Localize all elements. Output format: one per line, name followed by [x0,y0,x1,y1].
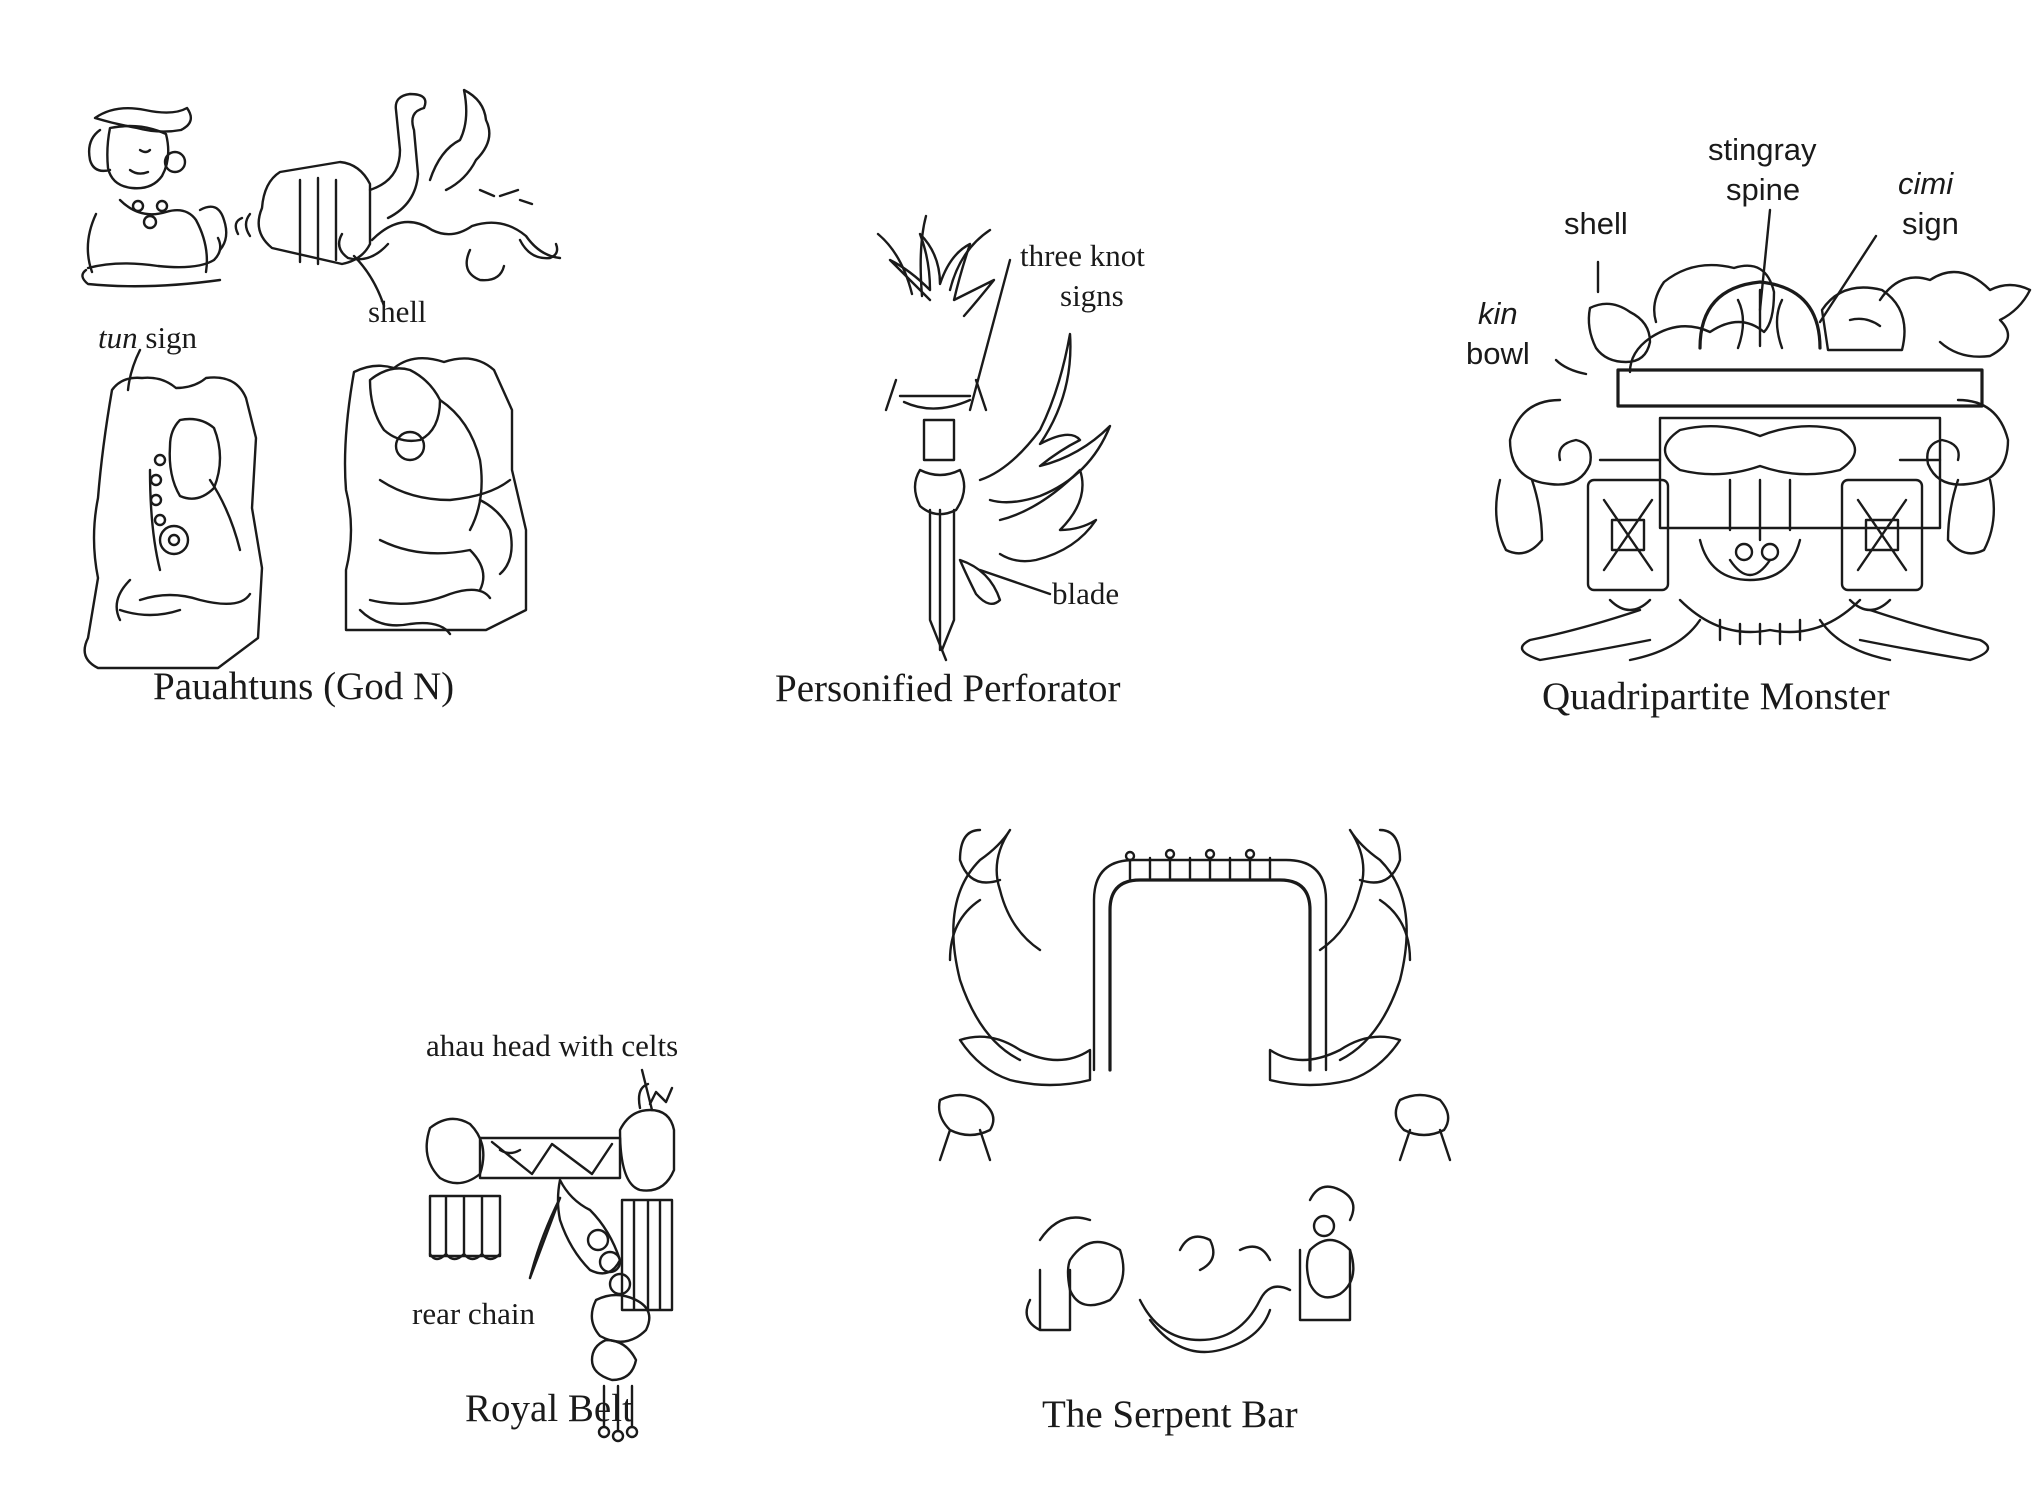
label-ahau-head-with-celts: ahau head with celts [426,1028,679,1063]
quadripartite-monster-drawing [1495,263,2032,662]
label-spine: spine [1726,172,1801,207]
label-rear-chain: rear chain [412,1296,536,1331]
pauahtun-seated-figure-1 [81,106,228,288]
caption-royal-belt: Royal Belt [465,1387,633,1430]
label-stingray: stingray [1708,132,1817,167]
caption-personified-perforator: Personified Perforator [775,667,1121,710]
label-kin: kin [1478,296,1518,331]
royal-belt-drawing [425,1082,676,1443]
label-tun-sign: tun sign [98,320,197,356]
label-three-knot-line1: three knot [1020,238,1145,273]
pauahtun-seated-figure-2 [83,376,264,670]
label-bowl: bowl [1466,336,1530,371]
label-sign-word: sign [137,320,198,355]
label-blade: blade [1052,576,1120,611]
label-cimi: cimi [1898,166,1954,201]
serpent-bar-drawing [937,828,1452,1354]
perforator-drawing [876,214,1112,662]
label-cimi-sign: sign [1902,206,1959,241]
caption-serpent-bar: The Serpent Bar [1042,1393,1298,1436]
label-shell-pauahtuns: shell [368,294,427,329]
label-tun-word: tun [98,320,138,355]
label-leader-lines [126,208,1878,1280]
caption-pauahtuns: Pauahtuns (God N) [153,665,455,708]
caption-quadripartite-monster: Quadripartite Monster [1542,675,1890,718]
label-shell-quadripartite: shell [1564,206,1628,241]
label-three-knot-line2: signs [1060,278,1124,313]
pauahtun-shell-creature [234,88,562,282]
pauahtun-seated-figure-3 [343,356,528,636]
